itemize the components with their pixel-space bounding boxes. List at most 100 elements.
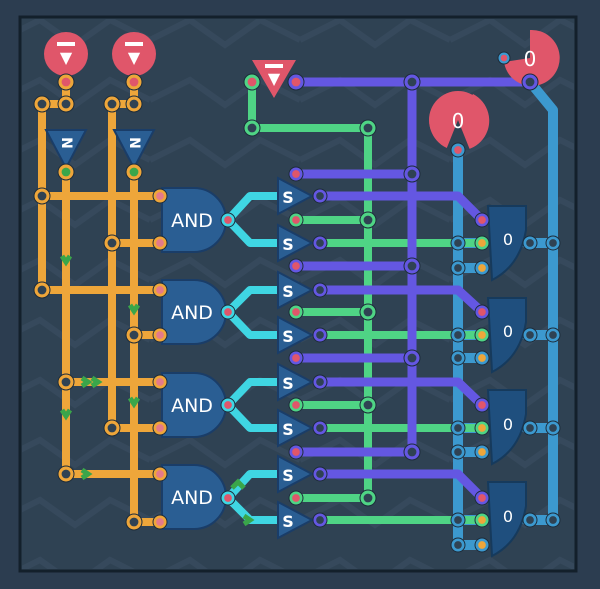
- pin[interactable]: [152, 327, 168, 343]
- pin[interactable]: [57, 163, 75, 181]
- pin[interactable]: [103, 419, 121, 437]
- pin[interactable]: [474, 537, 490, 553]
- pin[interactable]: [57, 373, 75, 391]
- pin[interactable]: [243, 119, 261, 137]
- pin[interactable]: [288, 350, 304, 366]
- and-gate-2[interactable]: AND: [161, 279, 227, 345]
- pin[interactable]: [288, 444, 304, 460]
- pin[interactable]: [288, 397, 304, 413]
- input-emitter-1[interactable]: ▼: [44, 32, 88, 76]
- splitter-3[interactable]: S: [277, 270, 315, 310]
- pin[interactable]: [152, 466, 168, 482]
- input-emitter-2[interactable]: ▼: [112, 32, 156, 76]
- pin[interactable]: [312, 188, 328, 204]
- pin[interactable]: [359, 489, 377, 507]
- pin[interactable]: [103, 234, 121, 252]
- pin[interactable]: [359, 396, 377, 414]
- pin[interactable]: [288, 258, 304, 274]
- pin[interactable]: [33, 95, 51, 113]
- pin[interactable]: [474, 235, 490, 251]
- pin[interactable]: [125, 163, 143, 181]
- pin[interactable]: [103, 95, 121, 113]
- pin[interactable]: [57, 73, 75, 91]
- output-buffer-2[interactable]: 0: [486, 297, 527, 374]
- splitter-1[interactable]: S: [277, 176, 315, 216]
- splitter-7[interactable]: S: [277, 454, 315, 494]
- and-gate-3[interactable]: AND: [161, 372, 227, 438]
- pin[interactable]: [450, 235, 466, 251]
- pin[interactable]: [220, 212, 236, 228]
- pin[interactable]: [312, 235, 328, 251]
- output-buffer-3[interactable]: 0: [486, 389, 527, 466]
- pin[interactable]: [57, 95, 75, 113]
- input-emitter-3[interactable]: ▼: [252, 60, 296, 98]
- splitter-2[interactable]: S: [277, 223, 315, 263]
- pin[interactable]: [152, 235, 168, 251]
- pin[interactable]: [474, 327, 490, 343]
- pin[interactable]: [522, 327, 538, 343]
- pin[interactable]: [57, 465, 75, 483]
- pin[interactable]: [312, 466, 328, 482]
- and-gate-1[interactable]: AND: [161, 187, 227, 253]
- bus-display-1[interactable]: 0: [502, 29, 560, 86]
- pin[interactable]: [522, 512, 538, 528]
- pin[interactable]: [359, 119, 377, 137]
- pin[interactable]: [521, 73, 539, 91]
- pin[interactable]: [450, 537, 466, 553]
- pin[interactable]: [474, 350, 490, 366]
- pin[interactable]: [152, 420, 168, 436]
- output-buffer-4[interactable]: 0: [486, 481, 527, 558]
- and-gate-4[interactable]: AND: [161, 464, 227, 530]
- pin[interactable]: [125, 95, 143, 113]
- pin[interactable]: [474, 490, 490, 506]
- splitter-8[interactable]: S: [277, 500, 315, 540]
- pin[interactable]: [152, 514, 168, 530]
- pin[interactable]: [125, 513, 143, 531]
- pin[interactable]: [474, 304, 490, 320]
- pin[interactable]: [220, 490, 236, 506]
- bus-display-2[interactable]: 0: [418, 80, 500, 162]
- pin[interactable]: [545, 235, 561, 251]
- splitter-5[interactable]: S: [277, 362, 315, 402]
- pin[interactable]: [288, 490, 304, 506]
- pin[interactable]: [243, 73, 261, 91]
- pin[interactable]: [312, 374, 328, 390]
- pin[interactable]: [474, 444, 490, 460]
- pin[interactable]: [450, 142, 466, 158]
- pin[interactable]: [152, 374, 168, 390]
- pin[interactable]: [545, 512, 561, 528]
- pin[interactable]: [474, 420, 490, 436]
- pin[interactable]: [474, 260, 490, 276]
- splitter-6[interactable]: S: [277, 408, 315, 448]
- pin[interactable]: [287, 73, 305, 91]
- pin[interactable]: [450, 350, 466, 366]
- pin[interactable]: [288, 166, 304, 182]
- pin[interactable]: [522, 420, 538, 436]
- pin[interactable]: [450, 327, 466, 343]
- pin[interactable]: [545, 420, 561, 436]
- pin[interactable]: [403, 73, 421, 91]
- output-buffer-1[interactable]: 0: [486, 205, 527, 282]
- pin[interactable]: [312, 282, 328, 298]
- pin[interactable]: [403, 349, 421, 367]
- pin[interactable]: [288, 304, 304, 320]
- pin[interactable]: [403, 443, 421, 461]
- pin[interactable]: [312, 327, 328, 343]
- pin[interactable]: [220, 304, 236, 320]
- pin[interactable]: [474, 397, 490, 413]
- pin[interactable]: [522, 235, 538, 251]
- pin[interactable]: [450, 512, 466, 528]
- pin[interactable]: [220, 397, 236, 413]
- pin[interactable]: [125, 73, 143, 91]
- pin[interactable]: [125, 326, 143, 344]
- not-gate-2[interactable]: N: [112, 129, 156, 171]
- pin[interactable]: [152, 188, 168, 204]
- pin[interactable]: [359, 211, 377, 229]
- not-gate-1[interactable]: N: [44, 129, 88, 171]
- pin[interactable]: [312, 420, 328, 436]
- pin[interactable]: [403, 257, 421, 275]
- pin[interactable]: [450, 420, 466, 436]
- pin[interactable]: [312, 512, 328, 528]
- pin[interactable]: [545, 327, 561, 343]
